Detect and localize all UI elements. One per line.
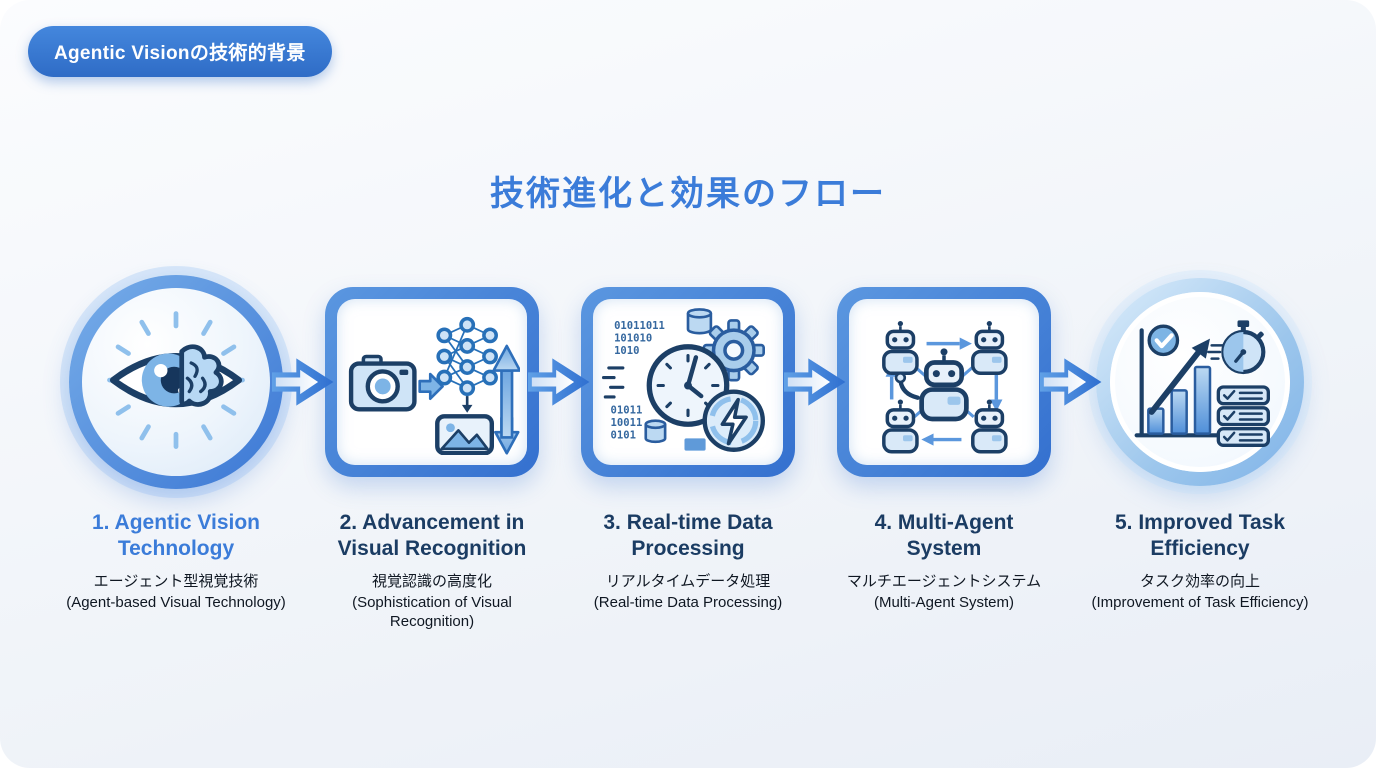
step-5-label-jp: タスク効率の向上 bbox=[1139, 572, 1260, 590]
step-3-label-en: (Real-time Data Processing) bbox=[593, 593, 783, 611]
eye-brain-vision-icon bbox=[107, 311, 245, 449]
step-2: 2. Advancement in Visual Recognition 視覚認… bbox=[316, 270, 548, 632]
flow-diagram: 1. Agentic Vision Technology エージェント型視覚技術… bbox=[60, 270, 1316, 632]
flow-arrow-right-icon bbox=[272, 270, 336, 494]
step-4-node bbox=[837, 287, 1051, 477]
slide-badge: Agentic Visionの技術的背景 bbox=[28, 26, 332, 77]
camera-neural-network-image-icon bbox=[348, 316, 520, 455]
step-2-node bbox=[325, 287, 539, 477]
step-1-label-jp: エージェント型視覚技術 bbox=[93, 572, 259, 590]
clock-gear-lightning-icon: 01011011 101010 1010 01011 10011 0101 bbox=[601, 308, 765, 452]
svg-text:1010: 1010 bbox=[614, 345, 639, 357]
step-1-label-en: (Agent-based Visual Technology) bbox=[66, 593, 286, 611]
step-4: 4. Multi-Agent System マルチエージェントシステム (Mul… bbox=[828, 270, 1060, 612]
step-1-heading: 1. Agentic Vision Technology bbox=[91, 511, 261, 561]
step-3: 01011011 101010 1010 01011 10011 0101 bbox=[572, 270, 804, 612]
step-5-node bbox=[1096, 278, 1304, 486]
flow-arrow-right-icon bbox=[528, 270, 592, 494]
step-2-label-jp: 視覚認識の高度化 bbox=[371, 572, 492, 590]
step-3-label-jp: リアルタイムデータ処理 bbox=[605, 572, 771, 590]
svg-text:0101: 0101 bbox=[611, 429, 636, 441]
step-5-heading: 5. Improved Task Efficiency bbox=[1114, 511, 1285, 561]
svg-text:101010: 101010 bbox=[614, 333, 652, 345]
step-3-heading: 3. Real-time Data Processing bbox=[603, 511, 773, 561]
svg-text:01011: 01011 bbox=[611, 405, 643, 417]
step-1: 1. Agentic Vision Technology エージェント型視覚技術… bbox=[60, 270, 292, 612]
multi-robot-network-icon bbox=[882, 319, 1008, 454]
svg-text:01011011: 01011011 bbox=[614, 320, 665, 332]
step-3-node: 01011011 101010 1010 01011 10011 0101 bbox=[581, 287, 795, 477]
flow-arrow-right-icon bbox=[1040, 270, 1104, 494]
flow-arrow-right-icon bbox=[784, 270, 848, 494]
step-2-label-en: (Sophistication of Visual Recognition) bbox=[352, 593, 512, 631]
step-4-label-jp: マルチエージェントシステム bbox=[846, 572, 1042, 590]
step-4-label-en: (Multi-Agent System) bbox=[873, 593, 1015, 611]
step-4-heading: 4. Multi-Agent System bbox=[874, 511, 1014, 561]
page-title: 技術進化と効果のフロー bbox=[490, 175, 886, 213]
step-1-node bbox=[69, 275, 283, 489]
svg-text:10011: 10011 bbox=[611, 417, 643, 429]
step-5: 5. Improved Task Efficiency タスク効率の向上 (Im… bbox=[1084, 270, 1316, 612]
step-2-heading: 2. Advancement in Visual Recognition bbox=[337, 511, 527, 561]
step-5-label-en: (Improvement of Task Efficiency) bbox=[1091, 593, 1309, 611]
growth-chart-stopwatch-checklist-icon bbox=[1134, 320, 1270, 447]
